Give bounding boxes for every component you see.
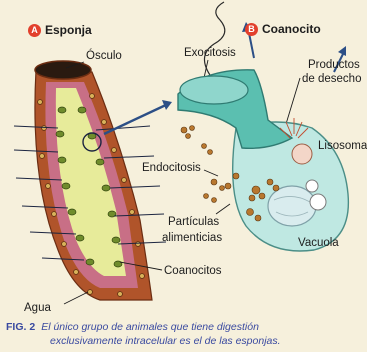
label-exocitosis: Exocitosis — [184, 47, 236, 60]
panel-b-title: Coanocito — [262, 22, 321, 36]
caption-figure-number: FIG. 2 — [6, 321, 35, 333]
label-lisosoma: Lisosoma — [318, 140, 367, 153]
caption-line-1: El único grupo de animales que tiene dig… — [41, 321, 259, 333]
vacuole — [306, 180, 318, 192]
label-agua: Agua — [24, 302, 51, 315]
label-coanocitos: Coanocitos — [164, 265, 222, 278]
label-osculo: Ósculo — [86, 50, 122, 63]
choanocyte-illustration — [178, 2, 348, 251]
label-particulas: Partículas — [168, 216, 219, 229]
label-alimenticias: alimenticias — [162, 232, 222, 245]
panel-a-title: Esponja — [45, 23, 92, 37]
vacuole — [310, 194, 326, 210]
lysosome — [292, 144, 312, 164]
zoom-connector-arrow — [104, 100, 172, 134]
label-de-desecho: de desecho — [302, 73, 361, 86]
caption-line-2: exclusivamente intracelular es el de las… — [6, 335, 281, 347]
sponge-illustration — [14, 61, 166, 300]
label-endocitosis: Endocitosis — [142, 162, 201, 175]
osculum — [35, 61, 91, 79]
label-productos: Productos — [308, 59, 360, 72]
flagellum — [204, 2, 224, 78]
panel-b-badge: B — [245, 23, 258, 36]
nucleus — [268, 186, 316, 226]
collar-opening — [180, 76, 248, 104]
label-vacuola: Vacuola — [298, 237, 339, 250]
figure-caption: FIG. 2 El único grupo de animales que tie… — [6, 320, 361, 348]
panel-a-badge: A — [28, 24, 41, 37]
